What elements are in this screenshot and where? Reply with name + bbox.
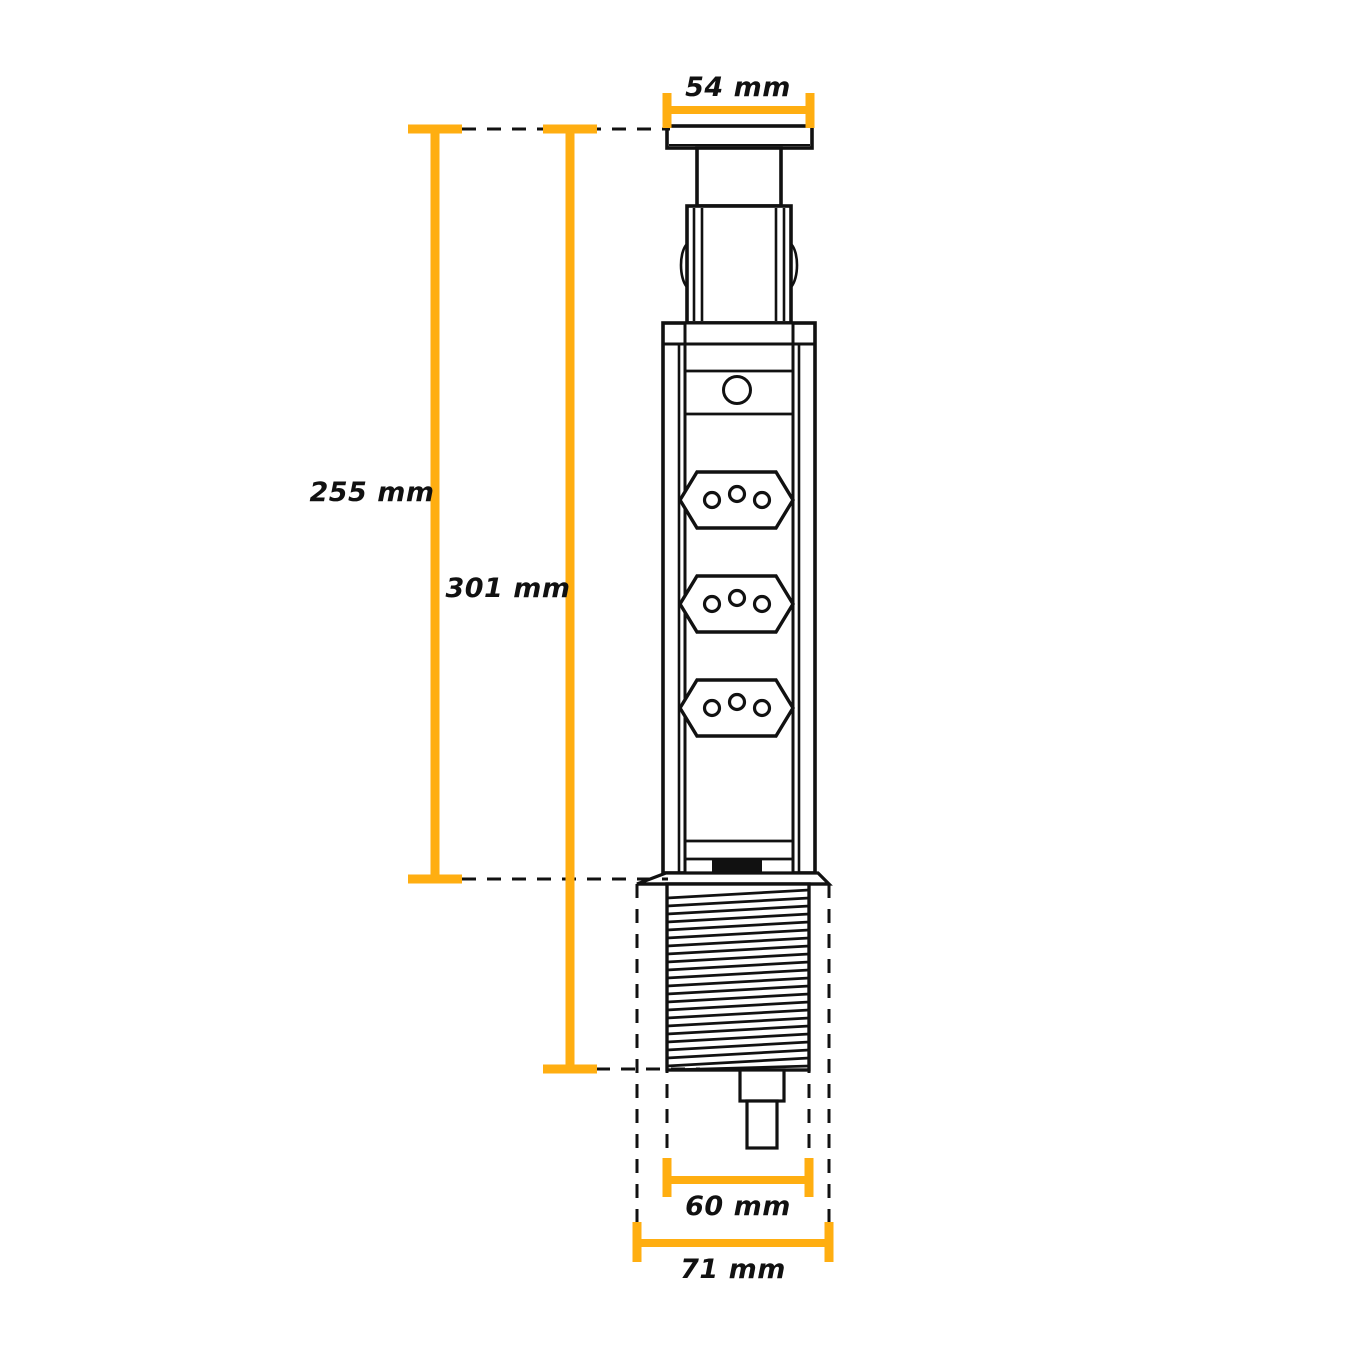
dimension-label-301mm: 301 mm — [445, 573, 570, 604]
telescope-collar — [679, 204, 799, 325]
cable-gland — [738, 1068, 786, 1150]
socket-3 — [678, 678, 795, 738]
indicator-panel — [685, 369, 793, 416]
threaded-barrel — [665, 882, 811, 1072]
dimension-labels: 54 mm 255 mm 301 mm 60 mm 71 mm — [309, 72, 790, 1285]
upper-stem — [695, 146, 783, 208]
dimension-label-54mm: 54 mm — [685, 72, 791, 103]
dimension-60mm — [662, 1158, 814, 1197]
dimension-label-60mm: 60 mm — [685, 1191, 791, 1222]
socket-2 — [678, 574, 795, 634]
dimension-301mm — [543, 124, 597, 1074]
dimension-54mm — [662, 93, 815, 128]
top-cap — [665, 124, 814, 150]
dimension-label-71mm: 71 mm — [680, 1254, 786, 1285]
dimension-255mm — [408, 124, 462, 884]
dimension-71mm — [632, 1222, 834, 1262]
product-outline — [636, 124, 833, 1150]
dimension-label-255mm: 255 mm — [309, 477, 434, 508]
socket-1 — [678, 470, 795, 530]
dimension-lines — [408, 93, 834, 1262]
